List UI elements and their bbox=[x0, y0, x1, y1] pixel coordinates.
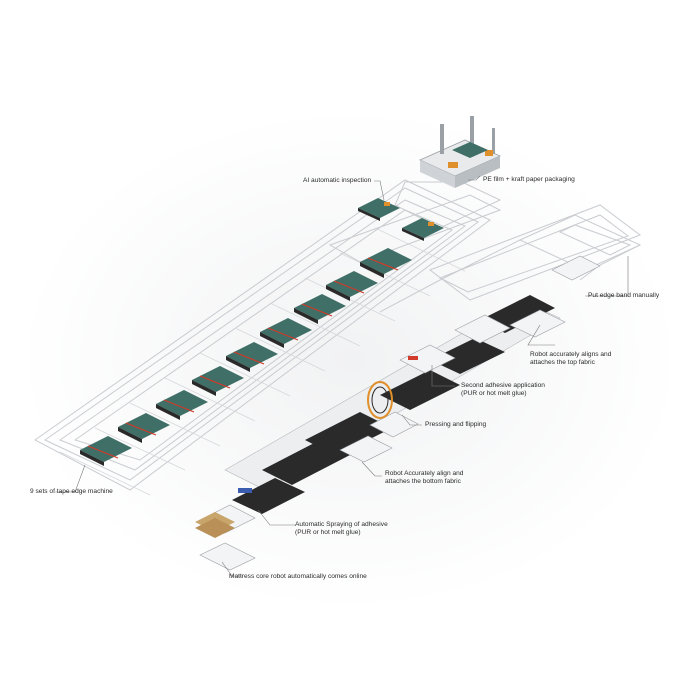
label-mattress-core-online: Mattress core robot automatically comes … bbox=[229, 573, 367, 580]
tape-edge-machines bbox=[80, 248, 412, 466]
label-robot-top-fabric-line1: Robot accurately aligns and bbox=[530, 351, 612, 358]
label-put-edge-band: Put edge band manually bbox=[588, 292, 660, 299]
tape-edge-machine-2 bbox=[118, 413, 170, 443]
label-pressing-flipping: Pressing and flipping bbox=[425, 421, 487, 428]
right-conveyor-loop bbox=[379, 214, 642, 313]
tape-edge-machine-1 bbox=[80, 436, 132, 466]
main-production-line bbox=[195, 255, 601, 571]
label-ai-inspection: AI automatic inspection bbox=[303, 177, 372, 184]
label-second-adhesive-line2: (PUR or hot melt glue) bbox=[461, 390, 527, 398]
tape-edge-machine-3 bbox=[156, 390, 208, 420]
label-auto-spraying: Automatic Spraying of adhesive (PUR or h… bbox=[295, 521, 388, 537]
tape-edge-machine-6 bbox=[260, 318, 312, 348]
label-second-adhesive-line1: Second adhesive application bbox=[461, 382, 545, 389]
ai-inspection-machines bbox=[358, 198, 444, 241]
label-auto-spraying-line1: Automatic Spraying of adhesive bbox=[295, 521, 388, 528]
packaging-machine bbox=[419, 116, 501, 188]
label-tape-edge-machines: 9 sets of tape edge machine bbox=[30, 488, 113, 495]
background-shadow bbox=[20, 110, 680, 610]
label-auto-spraying-line2: (PUR or hot melt glue) bbox=[295, 529, 361, 537]
tape-edge-machine-8 bbox=[326, 271, 378, 301]
label-pe-film-packaging: PE film + kraft paper packaging bbox=[483, 176, 575, 183]
label-robot-top-fabric: Robot accurately aligns and attaches the… bbox=[530, 351, 611, 367]
tape-edge-machine-7 bbox=[294, 294, 346, 324]
label-robot-top-fabric-line2: attaches the top fabric bbox=[530, 359, 595, 367]
label-robot-bottom-fabric-line1: Robot Accurately align and bbox=[385, 470, 464, 477]
tape-edge-machine-5 bbox=[226, 342, 278, 372]
label-robot-bottom-fabric: Robot Accurately align and attaches the … bbox=[385, 470, 463, 486]
label-second-adhesive: Second adhesive application (PUR or hot … bbox=[461, 382, 545, 398]
tape-edge-machine-4 bbox=[192, 366, 244, 396]
leader-lines bbox=[55, 175, 629, 577]
tape-edge-machine-9 bbox=[360, 248, 412, 278]
label-robot-bottom-fabric-line2: attaches the bottom fabric bbox=[385, 478, 461, 486]
